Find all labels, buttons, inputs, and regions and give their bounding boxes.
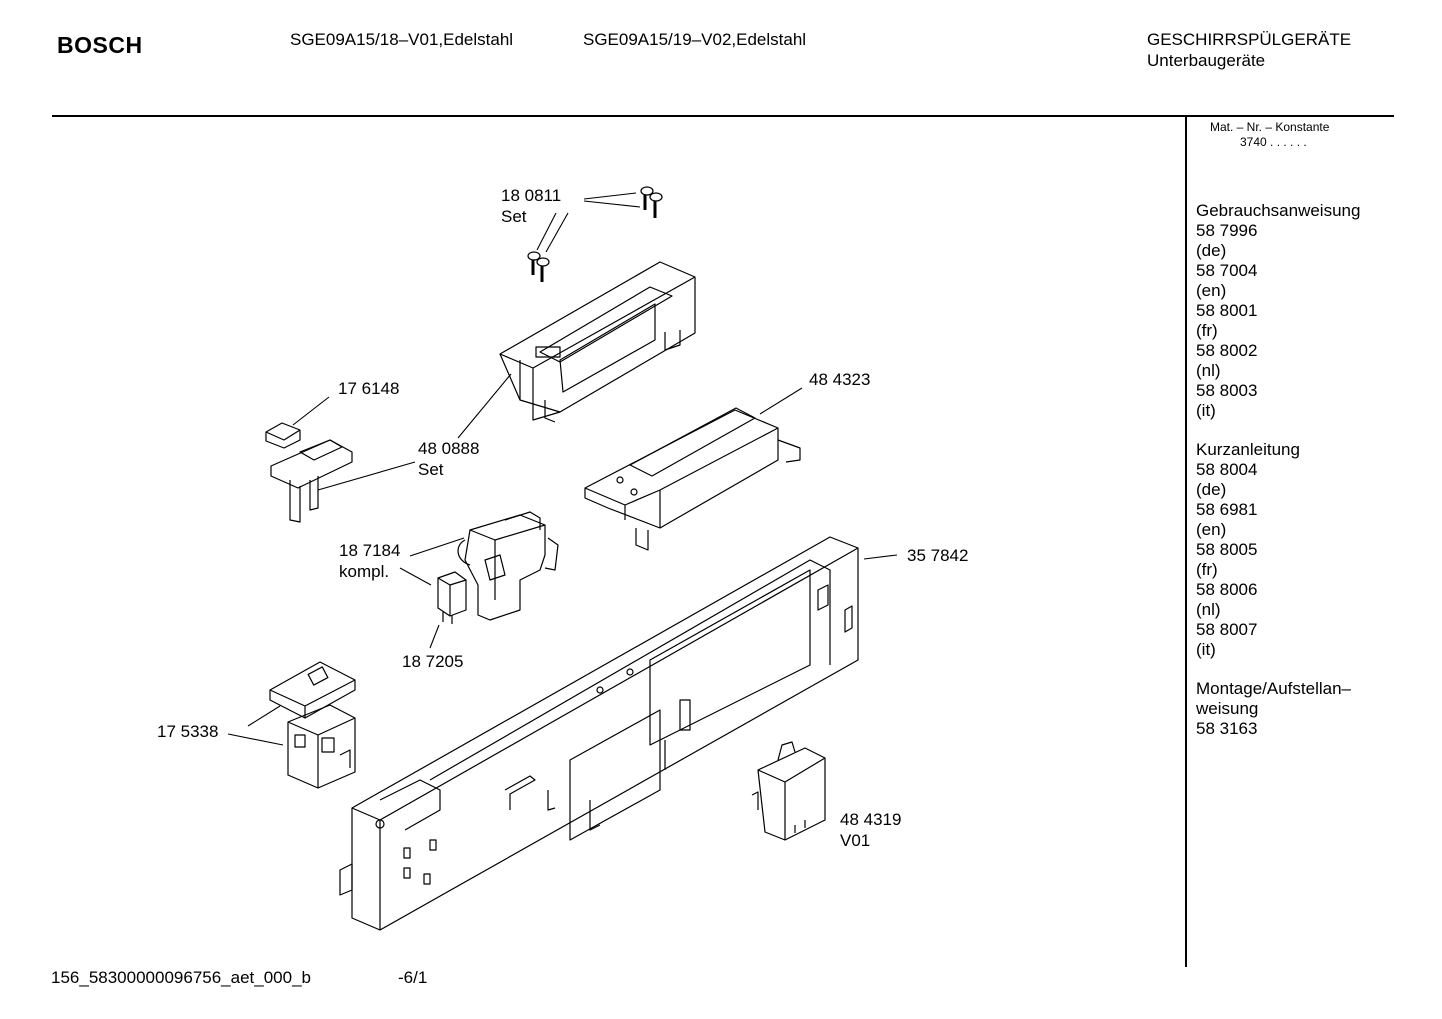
part-note: Set xyxy=(418,460,444,479)
sidebar-group-manual: Gebrauchsanweisung 58 7996 (de) 58 7004 … xyxy=(1196,201,1360,421)
list-item: (en) xyxy=(1196,520,1227,539)
list-item: (de) xyxy=(1196,480,1227,499)
list-item: 58 8006 xyxy=(1196,580,1258,599)
list-item: 58 3163 xyxy=(1196,719,1258,738)
mat-number-label: Mat. – Nr. – Konstante xyxy=(1210,120,1330,134)
part-number: 18 7184 xyxy=(339,541,401,560)
part-number: 18 0811 xyxy=(501,186,562,205)
part-note: kompl. xyxy=(339,562,390,581)
model-number-2: SGE09A15/19–V02,Edelstahl xyxy=(583,30,807,49)
category-subtitle: Unterbaugeräte xyxy=(1147,51,1266,70)
list-item: 58 8005 xyxy=(1196,540,1258,559)
group-title: Gebrauchsanweisung xyxy=(1196,201,1361,220)
part-number: 48 0888 xyxy=(418,439,480,458)
part-number: 17 5338 xyxy=(157,722,219,741)
list-item: 58 6981 xyxy=(1196,500,1258,519)
list-item: (fr) xyxy=(1196,560,1218,579)
screw-set-icon xyxy=(528,187,662,282)
document-id: 156_58300000096756_aet_000_b xyxy=(51,968,311,987)
list-item: (nl) xyxy=(1196,600,1221,619)
part-number: 48 4323 xyxy=(809,370,871,389)
part-label-484319: 48 4319 V01 xyxy=(840,809,901,851)
connector-module xyxy=(752,742,825,840)
list-item: (it) xyxy=(1196,401,1216,420)
list-item: 58 8003 xyxy=(1196,381,1258,400)
part-number: 18 7205 xyxy=(402,652,464,671)
sidebar-group-quickguide: Kurzanleitung 58 8004 (de) 58 6981 (en) … xyxy=(1196,440,1300,660)
part-label-187184: 18 7184 kompl. xyxy=(339,540,400,582)
list-item: 58 7996 xyxy=(1196,221,1258,240)
sidebar-divider xyxy=(1185,117,1187,967)
brand-logo: BOSCH xyxy=(57,32,143,58)
part-note: Set xyxy=(501,207,527,226)
control-panel-fascia xyxy=(340,537,858,930)
mat-number-value: 3740 . . . . . . xyxy=(1240,135,1307,149)
part-label-187205: 18 7205 xyxy=(402,651,463,672)
part-note: V01 xyxy=(840,831,871,850)
header-divider xyxy=(52,115,1394,117)
list-item: 58 8004 xyxy=(1196,460,1258,479)
model-number-1: SGE09A15/18–V01,Edelstahl xyxy=(290,30,514,49)
group-title: Kurzanleitung xyxy=(1196,440,1300,459)
relay-icon xyxy=(438,572,466,624)
list-item: (en) xyxy=(1196,281,1227,300)
part-label-484323: 48 4323 xyxy=(809,369,870,390)
electronic-module-housing xyxy=(585,408,800,550)
list-item: 58 8002 xyxy=(1196,341,1258,360)
list-item: (nl) xyxy=(1196,361,1221,380)
list-item: (fr) xyxy=(1196,321,1218,340)
list-item: 58 8001 xyxy=(1196,301,1258,320)
list-item: (it) xyxy=(1196,640,1216,659)
part-label-357842: 35 7842 xyxy=(907,545,968,566)
part-label-175338: 17 5338 xyxy=(157,721,218,742)
list-item: 58 7004 xyxy=(1196,261,1258,280)
part-number: 17 6148 xyxy=(338,379,400,398)
list-item: (de) xyxy=(1196,241,1227,260)
category-title: GESCHIRRSPÜLGERÄTE xyxy=(1147,30,1352,49)
switch-assembly xyxy=(458,512,558,620)
part-number: 35 7842 xyxy=(907,546,969,565)
list-item: 58 8007 xyxy=(1196,620,1258,639)
door-switch-bracket xyxy=(266,423,352,522)
group-title: Montage/Aufstellan– xyxy=(1196,679,1351,698)
part-number: 48 4319 xyxy=(840,810,902,829)
part-label-176148: 17 6148 xyxy=(338,378,399,399)
leader-lines xyxy=(228,193,897,745)
part-label-180811: 18 0811 Set xyxy=(501,185,561,227)
part-label-480888: 48 0888 Set xyxy=(418,438,479,480)
page-number: -6/1 xyxy=(398,968,428,987)
list-item: weisung xyxy=(1196,699,1259,718)
door-lock-component xyxy=(270,662,355,788)
sidebar-group-installation: Montage/Aufstellan– weisung 58 3163 xyxy=(1196,679,1351,739)
control-module-housing xyxy=(500,262,695,422)
